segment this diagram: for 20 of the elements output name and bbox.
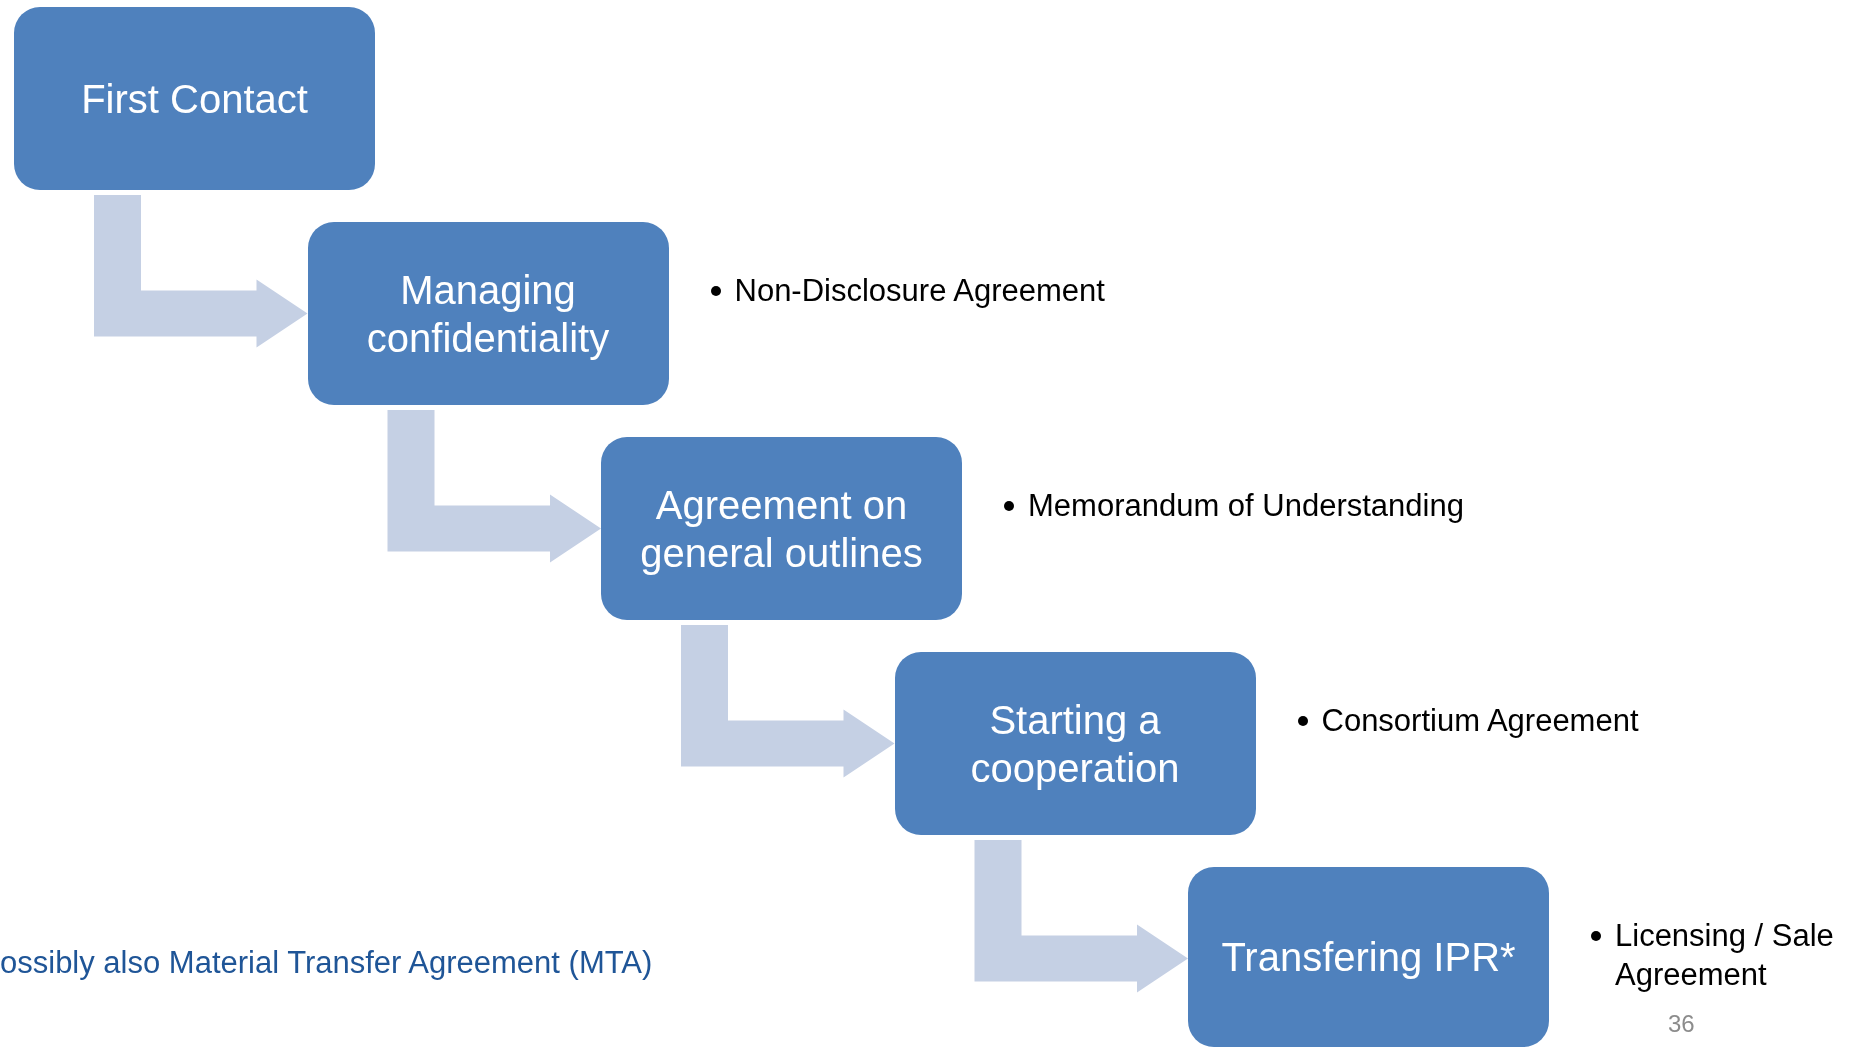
bent-arrow bbox=[974, 840, 1188, 993]
process-box bbox=[1188, 867, 1549, 1047]
bent-arrow bbox=[681, 625, 895, 778]
step-label: Managing confidentiality bbox=[365, 266, 611, 362]
agreement-note: Licensing / Sale Agreement bbox=[1615, 917, 1835, 994]
step-label: First Contact bbox=[81, 75, 308, 123]
bent-arrow bbox=[94, 195, 308, 348]
bent-arrow bbox=[387, 410, 601, 563]
step-label: Agreement on general outlines bbox=[639, 481, 924, 577]
agreement-note: Non-Disclosure Agreement bbox=[734, 272, 1105, 310]
agreement-note: Consortium Agreement bbox=[1321, 702, 1639, 740]
process-box bbox=[601, 437, 962, 620]
process-box bbox=[894, 652, 1256, 835]
page-number: 36 bbox=[1668, 1010, 1695, 1038]
process-box bbox=[14, 7, 375, 190]
process-box bbox=[307, 222, 669, 405]
agreement-note: Memorandum of Understanding bbox=[1028, 487, 1464, 525]
step-label: Starting a cooperation bbox=[969, 696, 1181, 792]
footnote: ossibly also Material Transfer Agreement (MTA) bbox=[0, 945, 653, 981]
step-label: Transfering IPR* bbox=[1221, 934, 1516, 981]
